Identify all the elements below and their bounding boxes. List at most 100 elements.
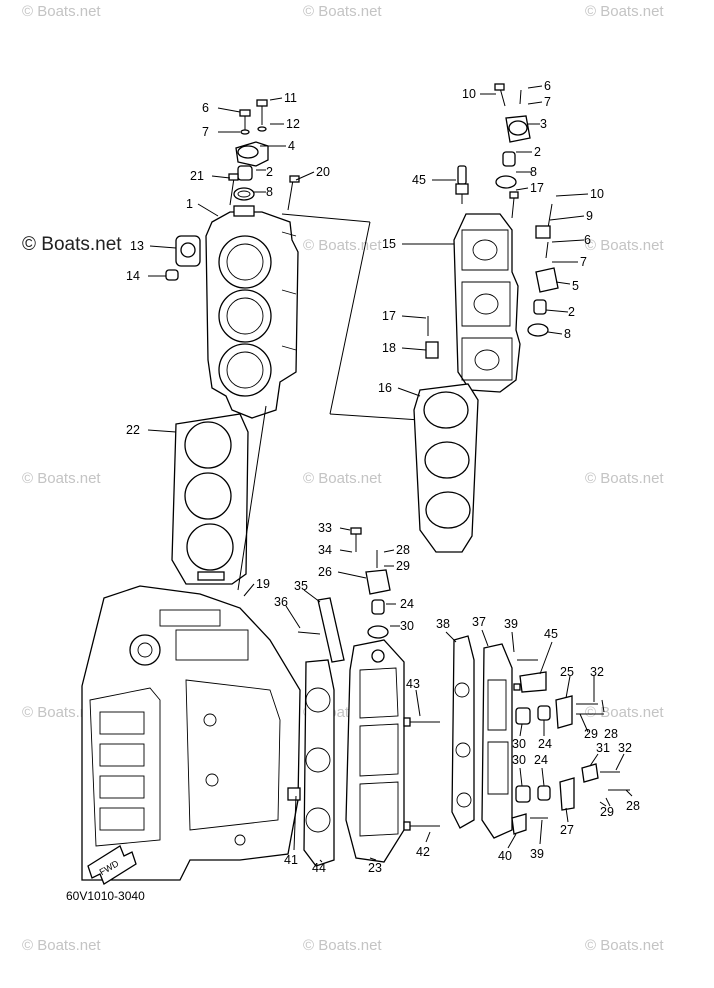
callout-37: 37 — [472, 615, 486, 629]
small-parts-right — [513, 659, 630, 819]
callout-15: 15 — [382, 237, 396, 251]
watermark: © Boats.net — [303, 237, 382, 254]
callout-6: 6 — [544, 79, 551, 93]
callout-8: 8 — [564, 327, 571, 341]
head-gasket-left — [171, 413, 249, 585]
callout-7: 7 — [580, 255, 587, 269]
callout-labels: 1 2 2 2 3 4 5 6 6 6 7 7 7 8 8 8 9 10 10 … — [126, 79, 640, 875]
watermark: © Boats.net — [585, 237, 664, 254]
callout-13: 13 — [130, 239, 144, 253]
watermark: © Boats.net — [585, 3, 664, 20]
callout-7: 7 — [544, 95, 551, 109]
callout-45: 45 — [544, 627, 558, 641]
callout-35: 35 — [294, 579, 308, 593]
callout-34: 34 — [318, 543, 332, 557]
leader-lines — [147, 85, 633, 863]
fwd-arrow-icon: FWD — [87, 845, 137, 885]
callout-23: 23 — [368, 861, 382, 875]
callout-30: 30 — [512, 753, 526, 767]
callout-38: 38 — [436, 617, 450, 631]
callout-39: 39 — [530, 847, 544, 861]
anode-cover — [165, 235, 201, 281]
diagram-code: 60V1010-3040 — [66, 889, 145, 903]
callout-29: 29 — [584, 727, 598, 741]
watermark: © Boats.net — [22, 470, 101, 487]
spark-plug-upper — [455, 165, 469, 204]
callout-5: 5 — [572, 279, 579, 293]
callout-11: 11 — [284, 91, 297, 105]
callout-10: 10 — [462, 87, 476, 101]
callout-28: 28 — [626, 799, 640, 813]
callout-18: 18 — [382, 341, 396, 355]
watermark: © Boats.net — [303, 470, 382, 487]
callout-29: 29 — [600, 805, 614, 819]
callout-2: 2 — [568, 305, 575, 319]
callout-17: 17 — [530, 181, 544, 195]
callout-2: 2 — [534, 145, 541, 159]
callout-24: 24 — [538, 737, 552, 751]
callout-25: 25 — [560, 665, 574, 679]
callout-2: 2 — [266, 165, 273, 179]
callout-30: 30 — [400, 619, 414, 633]
callout-28: 28 — [604, 727, 618, 741]
callout-10: 10 — [590, 187, 604, 201]
callout-4: 4 — [288, 139, 295, 153]
callout-12: 12 — [286, 117, 300, 131]
cylinder-head-right — [425, 213, 521, 393]
callout-26: 26 — [318, 565, 332, 579]
callout-41: 41 — [284, 853, 298, 867]
callout-8: 8 — [530, 165, 537, 179]
watermark: © Boats.net — [303, 937, 382, 954]
callout-39: 39 — [504, 617, 518, 631]
callout-45: 45 — [412, 173, 426, 187]
callout-1: 1 — [186, 197, 193, 211]
callout-40: 40 — [498, 849, 512, 863]
watermark: © Boats.net — [22, 937, 101, 954]
watermark: © Boats.net — [22, 704, 101, 721]
gasket-38 — [451, 635, 475, 829]
head-gasket-lower — [303, 659, 335, 867]
callout-32: 32 — [590, 665, 604, 679]
callout-14: 14 — [126, 269, 140, 283]
callout-8: 8 — [266, 185, 273, 199]
callout-27: 27 — [560, 823, 574, 837]
callout-32: 32 — [618, 741, 632, 755]
callout-19: 19 — [256, 577, 270, 591]
callout-36: 36 — [274, 595, 288, 609]
watermark: © Boats.net — [303, 3, 382, 20]
watermark: © Boats.net — [22, 234, 122, 255]
watermark: © Boats.net — [585, 937, 664, 954]
callout-6: 6 — [202, 101, 209, 115]
callout-17: 17 — [382, 309, 396, 323]
callout-28: 28 — [396, 543, 410, 557]
engine-block — [81, 585, 301, 881]
callout-31: 31 — [596, 741, 610, 755]
callout-6: 6 — [584, 233, 591, 247]
watermark: © Boats.net — [585, 470, 664, 487]
callout-29: 29 — [396, 559, 410, 573]
head-gasket-right — [413, 383, 479, 553]
cylinder-head-lower — [345, 639, 405, 863]
callout-22: 22 — [126, 423, 140, 437]
cover-37 — [481, 643, 527, 839]
callout-33: 33 — [318, 521, 332, 535]
callout-43: 43 — [406, 677, 420, 691]
callout-7: 7 — [202, 125, 209, 139]
callout-42: 42 — [416, 845, 430, 859]
thermostat-stack-middle — [297, 527, 391, 663]
callout-16: 16 — [378, 381, 392, 395]
callout-30: 30 — [512, 737, 526, 751]
callout-24: 24 — [534, 753, 548, 767]
callout-24: 24 — [400, 597, 414, 611]
thermostat-stack-right — [494, 83, 559, 337]
thermostat-stack-left — [228, 99, 300, 211]
callout-3: 3 — [540, 117, 547, 131]
watermark: © Boats.net — [585, 704, 664, 721]
watermark: © Boats.net — [22, 3, 101, 20]
cylinder-head-cover — [205, 205, 299, 419]
callout-21: 21 — [190, 169, 204, 183]
callout-9: 9 — [586, 209, 593, 223]
callout-44: 44 — [312, 861, 326, 875]
